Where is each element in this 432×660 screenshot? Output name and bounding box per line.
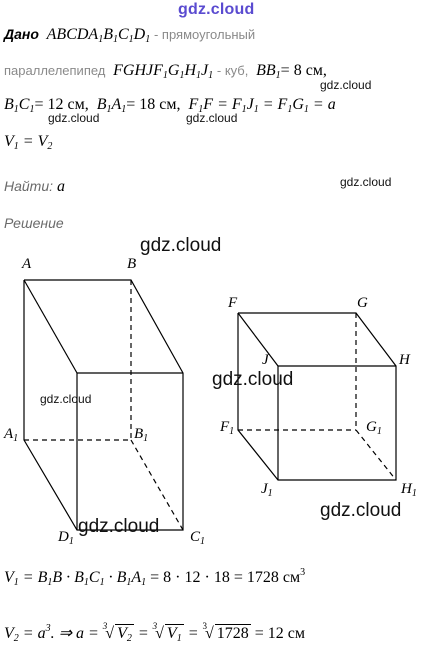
vertex-b: B xyxy=(127,256,137,272)
vertex-j1: J1 xyxy=(261,481,273,499)
cube-root-number: 1728 xyxy=(214,624,251,642)
b1a1-value: = 18 см, xyxy=(126,96,181,113)
parallelepiped-figure xyxy=(23,279,184,531)
watermark: gdz.cloud xyxy=(320,78,372,92)
vertex-f: F xyxy=(228,295,238,311)
b1c1-value: = 12 см, xyxy=(34,96,89,113)
watermark: gdz.cloud xyxy=(78,516,160,537)
find-title: Найти: xyxy=(4,178,54,194)
formula-volume-box: V1 = B1B · B1C1 · B1A1 = 8 · 12 · 18 = 1… xyxy=(4,567,306,588)
vertex-g: G xyxy=(357,295,368,311)
find-value: a xyxy=(57,178,66,195)
cube-description: - куб, xyxy=(216,63,249,78)
vertex-b1: B1 xyxy=(134,426,149,444)
formula-result: = 12 см xyxy=(254,625,306,642)
solution-title: Решение xyxy=(4,215,64,231)
given-line-3: B1C1= 12 см, B1A1= 18 см, F1F = F1J1 = F… xyxy=(4,96,336,115)
watermark: gdz.cloud xyxy=(186,111,238,125)
given-title: Дано xyxy=(4,26,39,42)
watermark: gdz.cloud xyxy=(140,235,222,256)
site-header: gdz.cloud xyxy=(178,1,255,18)
vertex-g1: G1 xyxy=(366,419,382,437)
vertex-a1: A1 xyxy=(4,426,19,444)
vertex-a: A xyxy=(22,256,32,272)
watermark: gdz.cloud xyxy=(340,175,392,189)
vertex-d1: D1 xyxy=(58,529,74,547)
formula-cube-edge: V2 = a3. ⇒ a = 3√V2 = 3√V1 = 3√1728 = 12… xyxy=(4,621,306,644)
watermark: gdz.cloud xyxy=(320,500,402,521)
watermark: gdz.cloud xyxy=(212,369,294,390)
vertex-h1: H1 xyxy=(401,481,417,499)
vertex-f1: F1 xyxy=(220,419,235,437)
vertex-c1: C1 xyxy=(190,529,206,547)
box-description: - прямоугольный xyxy=(153,27,256,42)
vertex-h: H xyxy=(399,352,410,368)
find-line: Найти: a xyxy=(4,178,65,196)
vertex-j: J xyxy=(262,352,269,368)
given-line-2: параллелепипед FGHJF1G1H1J1 - куб, BB1= … xyxy=(4,62,327,81)
watermark: gdz.cloud xyxy=(40,392,92,406)
given-line-1: Дано ABCDA1B1C1D1 - прямоугольный xyxy=(4,26,256,45)
bb1-value: = 8 см, xyxy=(280,62,327,79)
cube-figure xyxy=(237,312,397,481)
watermark: gdz.cloud xyxy=(48,111,100,125)
given-line-4: V1 = V2 xyxy=(4,133,53,152)
parallelepiped-word: параллелепипед xyxy=(4,63,106,78)
